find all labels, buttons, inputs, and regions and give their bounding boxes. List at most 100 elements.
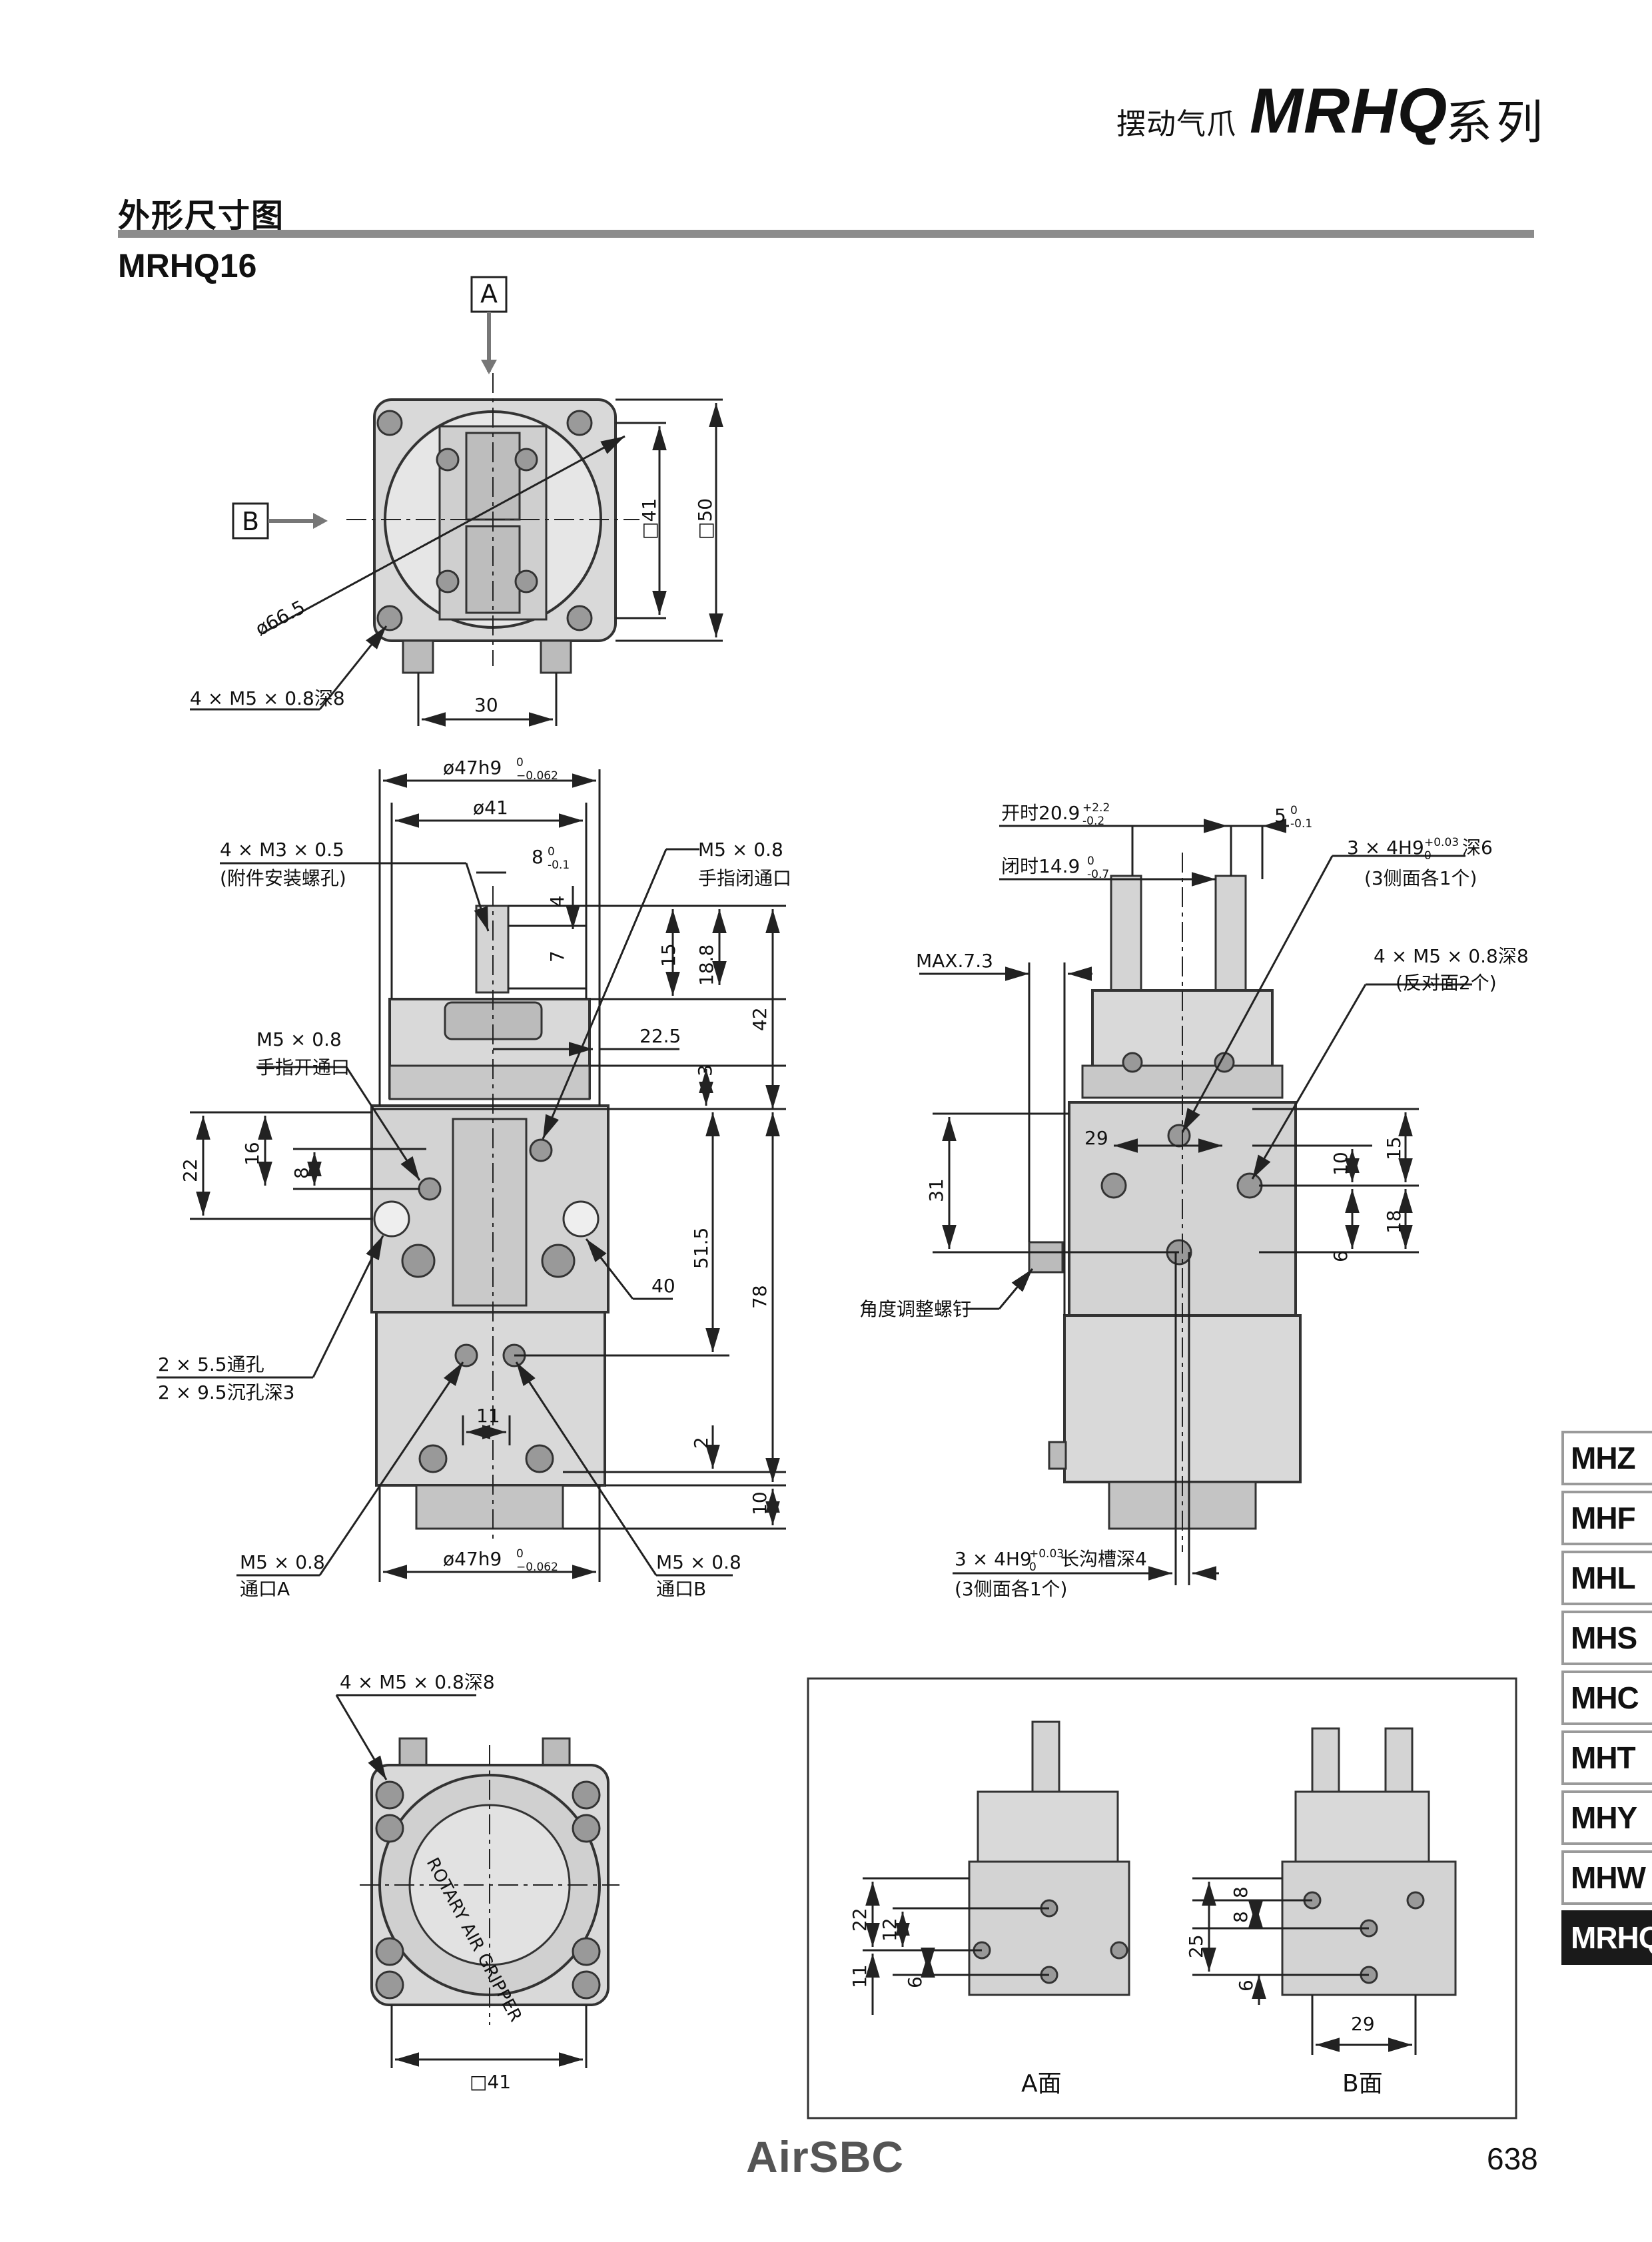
tol-open-upper: +2.2	[1082, 801, 1110, 815]
tol-open-lower: -0.2	[1082, 815, 1104, 828]
front-d7: 7	[546, 950, 568, 962]
side-open: 开时20.9	[1001, 802, 1080, 824]
face-views-box	[807, 1677, 1517, 2119]
front-d515: 51.5	[690, 1228, 712, 1269]
top-d30: 30	[474, 694, 498, 716]
side-d29: 29	[1084, 1127, 1108, 1149]
side-h9-bot: 3 × 4H9	[955, 1548, 1032, 1570]
side-m5-back: 4 × M5 × 0.8深8	[1374, 945, 1529, 967]
side-screw: 角度调整螺钉	[859, 1298, 971, 1320]
footer-logo: AirSBC	[746, 2132, 905, 2181]
front-d2: 2	[690, 1437, 712, 1449]
tol-close-lower: -0.7	[1087, 868, 1109, 881]
top-sq50: □50	[694, 498, 716, 540]
view-a-tag: A	[480, 279, 498, 308]
b-face-view	[1192, 1727, 1457, 2055]
tol-h9b-lower: 0	[1029, 1561, 1036, 1574]
front-hole55: 2 × 5.5通孔	[158, 1353, 264, 1375]
tab-mht[interactable]: MHT	[1561, 1730, 1652, 1785]
a-d6: 6	[904, 1976, 926, 1988]
section-rule	[118, 230, 1534, 238]
tol-d5-lower: -0.1	[1290, 817, 1312, 831]
side-max73: MAX.7.3	[916, 950, 993, 972]
tol-d8-lower: -0.1	[548, 859, 570, 872]
top-m5: 4 × M5 × 0.8深8	[190, 687, 345, 709]
front-d40: 40	[651, 1275, 675, 1297]
tab-mhw[interactable]: MHW	[1561, 1850, 1652, 1905]
side-d6: 6	[1330, 1250, 1352, 1262]
top-sq41: □41	[638, 498, 660, 540]
series-tabs: MHZ MHF MHL MHS MHC MHT MHY MHW MRHQ	[1561, 1431, 1652, 1970]
tol-d8-upper: 0	[548, 845, 555, 859]
side-d10: 10	[1330, 1152, 1352, 1176]
front-m5-open-note: 手指开通口	[256, 1056, 350, 1078]
tab-mhy[interactable]: MHY	[1561, 1790, 1652, 1845]
front-m3: 4 × M3 × 0.5	[220, 839, 344, 861]
tol-h9-upper: +0.03	[1424, 836, 1459, 849]
front-d15: 15	[657, 943, 679, 967]
side-d15: 15	[1383, 1136, 1405, 1160]
front-portb: M5 × 0.8	[656, 1551, 741, 1573]
front-porta: M5 × 0.8	[240, 1551, 325, 1573]
side-h9-top-note: (3侧面各1个)	[1364, 867, 1477, 889]
front-d22: 22	[179, 1158, 201, 1182]
front-d47-top: ø47h9	[443, 757, 502, 779]
front-d16: 16	[241, 1142, 263, 1166]
b-d25: 25	[1185, 1934, 1207, 1958]
front-d42: 42	[749, 1007, 771, 1031]
side-h9-bot-note: (3侧面各1个)	[955, 1578, 1067, 1600]
front-m5-close: M5 × 0.8	[698, 839, 783, 861]
front-d8: 8	[532, 846, 544, 868]
b-d8a: 8	[1230, 1886, 1252, 1898]
front-d4: 4	[546, 895, 568, 907]
a-d12: 12	[879, 1918, 901, 1942]
tab-mhs[interactable]: MHS	[1561, 1611, 1652, 1665]
tab-mhz[interactable]: MHZ	[1561, 1431, 1652, 1485]
front-hole95: 2 × 9.5沉孔深3	[158, 1381, 294, 1403]
front-m3-note: (附件安装螺孔)	[220, 867, 346, 889]
b-d8b: 8	[1230, 1911, 1252, 1923]
bottom-view	[335, 1694, 620, 2068]
front-d47-bot: ø47h9	[443, 1548, 502, 1570]
tol-d47-lower: −0.062	[516, 769, 558, 783]
tol-h9-lower: 0	[1424, 849, 1432, 863]
b-face-label: B面	[1342, 2070, 1383, 2097]
tol-d5-upper: 0	[1290, 804, 1298, 817]
bottom-m5: 4 × M5 × 0.8深8	[340, 1671, 495, 1693]
front-m5-open: M5 × 0.8	[256, 1028, 342, 1050]
front-porta-note: 通口A	[240, 1578, 290, 1600]
side-d5: 5	[1274, 805, 1286, 827]
side-h9-top-depth: 深6	[1462, 837, 1493, 859]
page-number: 638	[1487, 2141, 1538, 2176]
header-subtitle: 摆动气爪	[1116, 107, 1236, 141]
side-m5-back-note: (反对面2个)	[1396, 972, 1497, 994]
section-title: 外形尺寸图	[118, 197, 285, 234]
side-d18: 18	[1383, 1210, 1405, 1234]
tab-mhf[interactable]: MHF	[1561, 1491, 1652, 1545]
a-d11: 11	[849, 1964, 871, 1988]
a-d22: 22	[849, 1908, 871, 1932]
front-view	[157, 769, 786, 1582]
front-portb-note: 通口B	[656, 1578, 706, 1600]
b-d29: 29	[1351, 2013, 1375, 2035]
model-title: MRHQ16	[118, 247, 257, 284]
tol-close-upper: 0	[1087, 855, 1094, 868]
front-d11: 11	[476, 1405, 500, 1427]
a-face-label: A面	[1021, 2070, 1062, 2097]
side-close: 闭时14.9	[1001, 855, 1080, 877]
bottom-sq41: □41	[470, 2071, 511, 2093]
b-d6: 6	[1235, 1980, 1257, 1992]
tab-mrhq[interactable]: MRHQ	[1561, 1910, 1652, 1965]
front-m5-close-note: 手指闭通口	[698, 867, 791, 889]
header-model: MRHQ	[1250, 75, 1448, 147]
front-d41: ø41	[473, 797, 508, 819]
top-d66: ø66.5	[252, 596, 309, 640]
front-d188: 18.8	[695, 944, 717, 986]
front-d10: 10	[749, 1491, 771, 1515]
front-d78: 78	[749, 1285, 771, 1309]
side-h9-bot-suffix: 长沟槽深4	[1060, 1548, 1147, 1570]
top-view	[190, 276, 723, 727]
tab-mhl[interactable]: MHL	[1561, 1551, 1652, 1605]
tab-mhc[interactable]: MHC	[1561, 1671, 1652, 1725]
